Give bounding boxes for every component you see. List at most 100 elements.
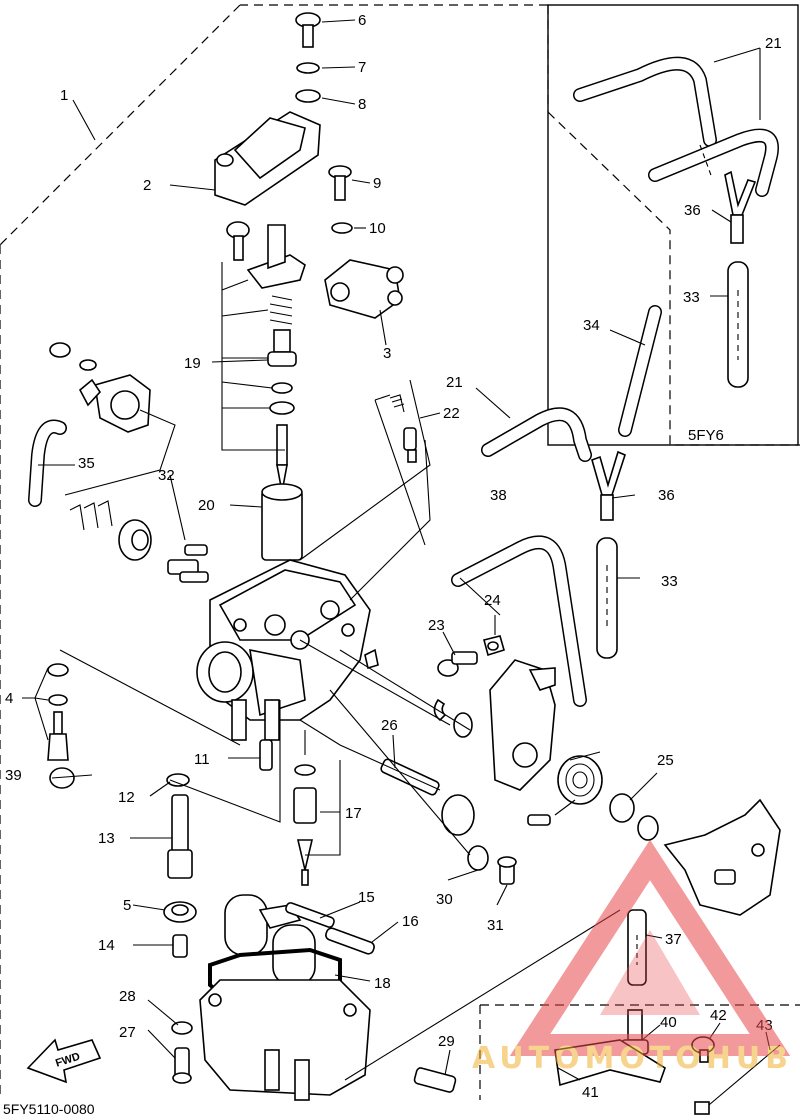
callout-14: 14	[98, 937, 115, 954]
callout-15: 15	[358, 889, 375, 906]
callout-28: 28	[119, 988, 136, 1005]
inset-label: 5FY6	[688, 427, 724, 444]
callout-21: 21	[446, 374, 463, 391]
main-jet-14	[172, 934, 188, 958]
hose-35	[28, 419, 67, 507]
cap-39	[49, 767, 75, 789]
callout-33: 33	[661, 573, 678, 590]
callout-11: 11	[194, 751, 210, 768]
spring-32	[69, 500, 113, 531]
callout-17: 17	[345, 805, 362, 822]
carburetor-cap-2	[214, 111, 321, 206]
callout-36-inset: 36	[684, 202, 701, 219]
adjuster-37	[627, 909, 647, 986]
callout-37: 37	[665, 931, 682, 948]
watermark-text: AUTOMOTOHUB	[472, 1041, 788, 1076]
pilot-jet-11	[259, 739, 273, 771]
throttle-stop-3	[324, 259, 404, 319]
callout-25: 25	[657, 752, 674, 769]
choke-fitting	[49, 342, 151, 433]
callout-41: 41	[582, 1084, 599, 1101]
callout-4: 4	[5, 690, 13, 707]
callout-36: 36	[658, 487, 675, 504]
callout-35: 35	[78, 455, 95, 472]
callout-38: 38	[490, 487, 507, 504]
screw-6	[295, 12, 321, 48]
float-pin-15	[285, 902, 335, 928]
choke-screws	[167, 544, 209, 583]
washer-7	[296, 62, 320, 74]
drain-fitting-29	[413, 1067, 457, 1093]
lever-screw	[527, 814, 551, 826]
screw-9	[328, 165, 352, 201]
callout-30: 30	[436, 891, 453, 908]
callout-31: 31	[487, 917, 504, 934]
callout-1: 1	[60, 87, 68, 104]
callout-6: 6	[358, 12, 366, 29]
throttle-bracket	[489, 659, 556, 791]
callout-22: 22	[443, 405, 460, 422]
callout-24: 24	[484, 592, 501, 609]
callout-13: 13	[98, 830, 115, 847]
float-18	[224, 894, 316, 986]
float-pin-16	[325, 927, 375, 955]
valve-bracket	[226, 221, 306, 289]
diagram-code: 5FY5110-0080	[3, 1101, 95, 1117]
callout-2: 2	[143, 177, 151, 194]
y-joint-36	[591, 450, 626, 521]
needle-holder	[267, 329, 297, 367]
needle-jet-13	[167, 794, 193, 879]
washer-8	[295, 89, 321, 103]
callout-10: 10	[369, 220, 386, 237]
leader-lines	[38, 19, 771, 1081]
callout-12: 12	[118, 789, 135, 806]
inset-hose-21	[573, 56, 779, 197]
inset-y-joint-36	[724, 170, 757, 244]
screw-31	[497, 856, 517, 885]
callout-19: 19	[184, 355, 201, 372]
callout-21-inset: 21	[765, 35, 782, 52]
float-needle-17	[293, 764, 317, 886]
washer-30	[467, 845, 489, 871]
hose-34	[618, 305, 662, 437]
callout-39: 39	[5, 767, 22, 784]
float-bowl	[199, 979, 371, 1101]
needle	[276, 424, 288, 493]
inset-hose-33	[727, 261, 749, 388]
callout-5: 5	[123, 897, 131, 914]
nut-24	[483, 635, 505, 657]
callout-26: 26	[381, 717, 398, 734]
fwd-arrow-icon: FWD	[26, 1038, 102, 1084]
drain-screw-27	[172, 1047, 192, 1084]
throttle-lever	[663, 798, 781, 916]
callout-40: 40	[660, 1014, 677, 1031]
callout-23: 23	[428, 617, 445, 634]
callout-7: 7	[358, 59, 366, 76]
callout-20: 20	[198, 497, 215, 514]
seal-5	[163, 901, 197, 923]
spring	[269, 295, 293, 325]
callout-8: 8	[358, 96, 366, 113]
clip-10	[331, 222, 353, 234]
callout-42: 42	[710, 1007, 727, 1024]
idle-screw-4	[47, 663, 69, 761]
o-ring-12	[166, 773, 190, 787]
washer-28	[171, 1021, 193, 1035]
washer-25	[609, 793, 659, 841]
carburetor-body	[196, 559, 379, 741]
callout-16: 16	[402, 913, 419, 930]
callout-27: 27	[119, 1024, 136, 1041]
callouts: 1 2 3 4 5 6 7 8 9 10 11 12 13 14 15 16 1…	[5, 12, 782, 1101]
hose-38	[451, 535, 587, 707]
callout-29: 29	[438, 1033, 455, 1050]
pilot-screw-22	[389, 394, 417, 463]
callout-18: 18	[374, 975, 391, 992]
callout-9: 9	[373, 175, 381, 192]
callout-34: 34	[583, 317, 600, 334]
callout-32: 32	[158, 467, 175, 484]
spring-25	[554, 751, 603, 816]
inset-box-5fy6	[547, 4, 799, 446]
hose-33	[596, 537, 618, 659]
hose-21	[481, 407, 592, 462]
